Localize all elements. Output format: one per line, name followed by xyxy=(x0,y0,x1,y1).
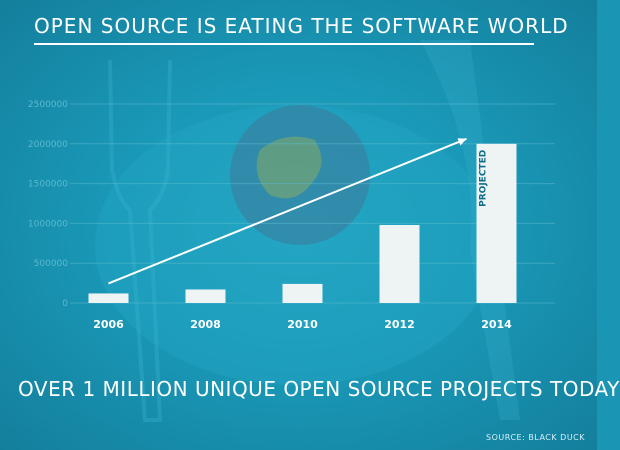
title-underline xyxy=(34,43,534,45)
x-tick-label: 2010 xyxy=(287,318,318,331)
bar-2006 xyxy=(88,293,129,303)
bar-2010 xyxy=(282,283,323,303)
y-tick-label: 0 xyxy=(62,299,68,309)
x-tick-label: 2012 xyxy=(384,318,415,331)
x-tick-label: 2008 xyxy=(190,318,221,331)
background-art xyxy=(95,40,520,422)
page-title: OPEN SOURCE IS EATING THE SOFTWARE WORLD xyxy=(34,14,569,38)
y-tick-label: 1000000 xyxy=(28,219,68,229)
y-tick-label: 1500000 xyxy=(28,180,68,190)
bar-2008 xyxy=(185,289,226,303)
plate-shape xyxy=(95,105,495,385)
projected-label: PROJECTED xyxy=(479,150,489,207)
knife-shape xyxy=(420,40,520,420)
x-tick-label: 2014 xyxy=(481,318,512,331)
y-tick-label: 2500000 xyxy=(28,100,68,110)
x-tick-label: 2006 xyxy=(93,318,124,331)
trend-arrow xyxy=(108,137,467,285)
x-axis-labels: 2006 2008 2010 2012 2014 xyxy=(93,318,512,331)
headline: OVER 1 MILLION UNIQUE OPEN SOURCE PROJEC… xyxy=(18,377,620,401)
bar-chart: 0 500000 1000000 1500000 2000000 2500000 2006… xyxy=(28,100,555,331)
y-axis-ticks: 0 500000 1000000 1500000 2000000 2500000 xyxy=(28,100,68,309)
bars xyxy=(88,143,517,303)
y-tick-label: 2000000 xyxy=(28,140,68,150)
bar-2012 xyxy=(379,224,420,303)
bar-2014 xyxy=(476,143,517,303)
source-credit: SOURCE: BLACK DUCK xyxy=(486,433,585,442)
fork-shape xyxy=(108,59,172,422)
y-tick-label: 500000 xyxy=(34,259,69,269)
globe-landmass xyxy=(256,136,322,199)
trend-arrow-head xyxy=(457,138,467,146)
annotations: PROJECTED xyxy=(108,137,489,285)
